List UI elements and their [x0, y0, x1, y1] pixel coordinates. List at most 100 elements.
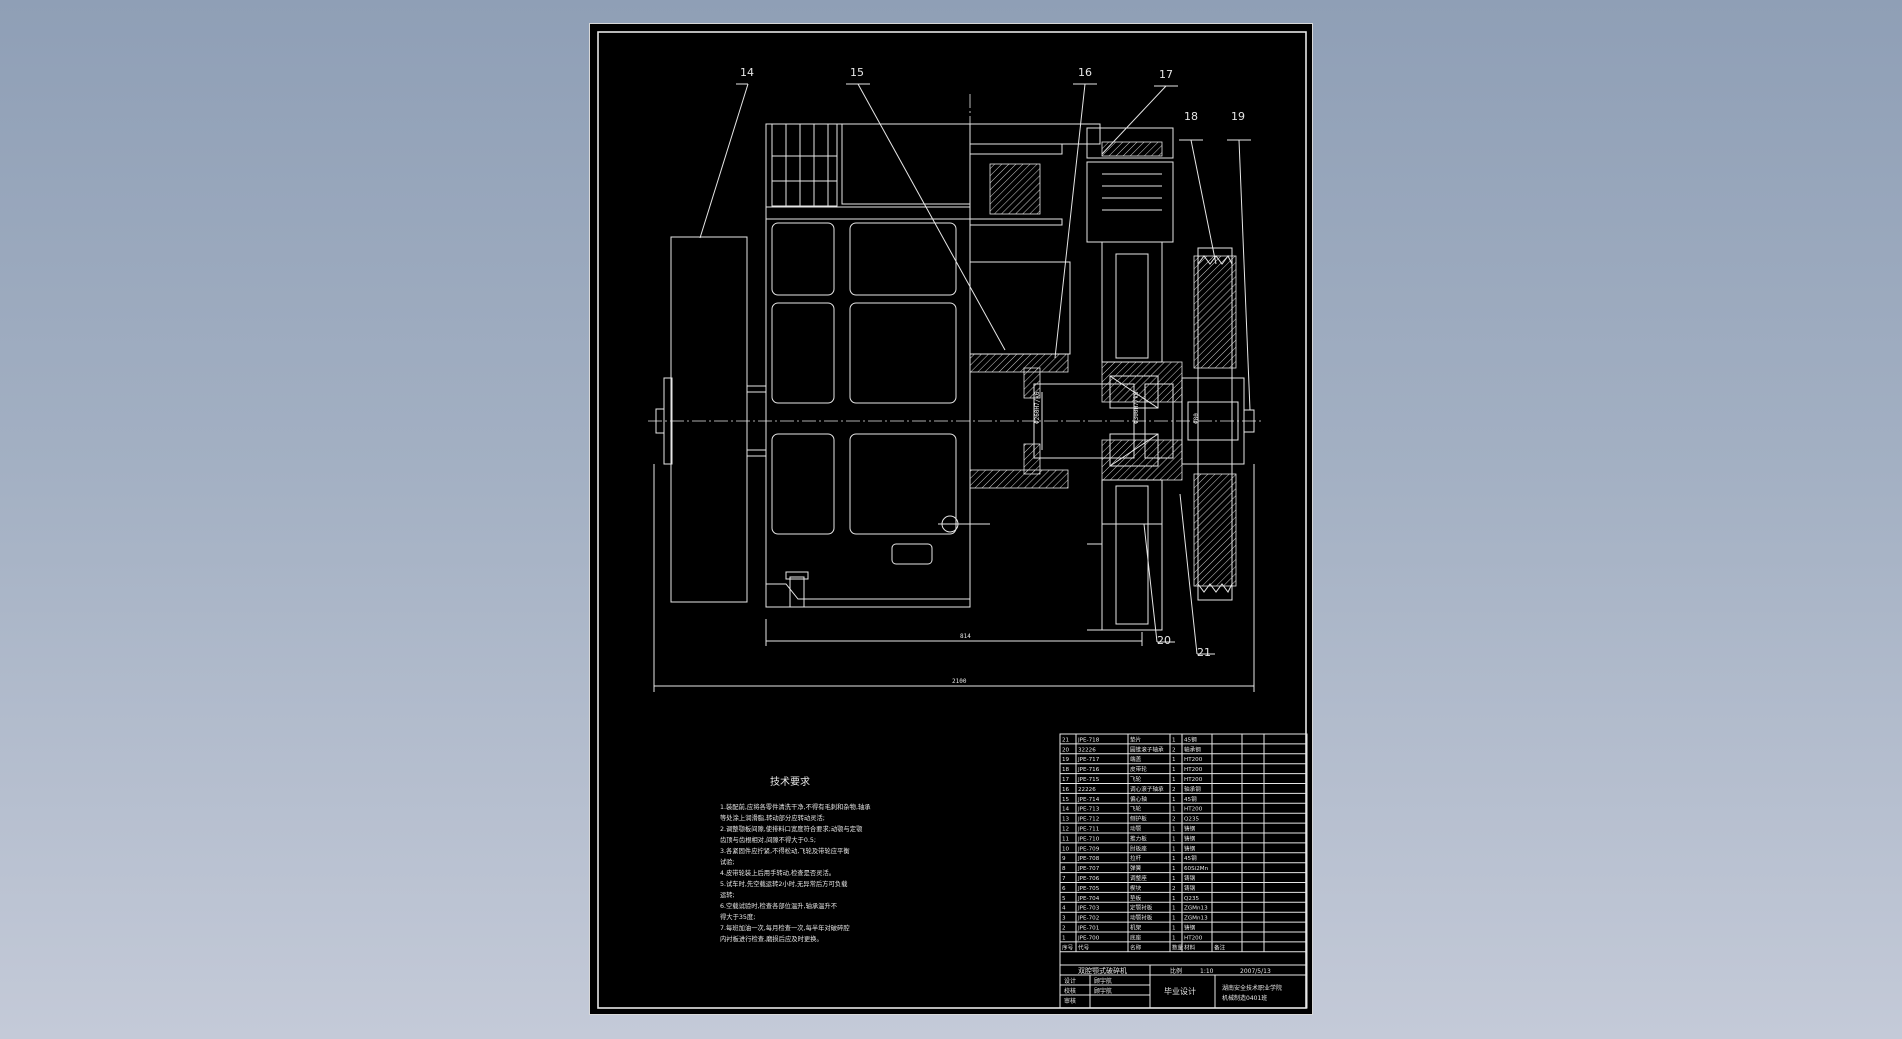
- balloon-20: 20: [1157, 634, 1171, 647]
- bom-cell: 13: [1062, 817, 1070, 823]
- bom-cell: 铸钢: [1184, 834, 1196, 842]
- tech-line: 6.空载试验时,检查各部位温升,轴承温升不: [720, 901, 838, 910]
- bom-cell: JPE-704: [1077, 896, 1100, 902]
- bom-cell: 调整座: [1130, 874, 1147, 882]
- bom-cell: 调心滚子轴承: [1130, 785, 1164, 793]
- bearing-housing-lower: [1101, 439, 1183, 481]
- balloon-19: 19: [1231, 110, 1245, 123]
- school-name: 湖南安全技术职业学院: [1222, 984, 1282, 992]
- scale-label: 比例: [1170, 967, 1182, 975]
- bom-header-cell: 代号: [1078, 943, 1090, 951]
- pulley-rim-top: [1086, 127, 1174, 159]
- bom-cell: 偏心轴: [1130, 795, 1147, 803]
- bom-cell: HT200: [1184, 935, 1203, 941]
- bom-cell: 肘板座: [1130, 844, 1147, 852]
- inner-frame: [597, 31, 1307, 1009]
- bom-cell: 轴承钢: [1184, 745, 1201, 753]
- bom-cell: 铸钢: [1184, 844, 1196, 852]
- bom-cell: 推力板: [1130, 834, 1147, 842]
- bom-cell: HT200: [1184, 807, 1203, 813]
- bom-cell: 15: [1062, 797, 1070, 803]
- bom-cell: 动颚: [1130, 826, 1142, 833]
- tech-line: 得大于35度;: [720, 912, 755, 921]
- bom-cell: 45钢: [1184, 854, 1197, 862]
- check-label: 校核: [1064, 987, 1076, 995]
- bom-cell: 1: [1172, 836, 1176, 842]
- bom-cell: 侧护板: [1130, 815, 1147, 823]
- bom-cell: 1: [1172, 866, 1176, 872]
- major-name: 机械制造0401班: [1222, 994, 1267, 1002]
- bom-cell: 动颚衬板: [1130, 914, 1153, 922]
- eccentric-shaft-lower: [969, 469, 1069, 489]
- balloon-14: 14: [740, 66, 754, 79]
- dim-inner-value: 814: [960, 633, 971, 640]
- bom-cell: 1: [1172, 916, 1176, 922]
- shaft-journal: [1033, 383, 1135, 459]
- bom-cell: 1: [1172, 767, 1176, 773]
- bom-cell: 14: [1062, 807, 1070, 813]
- frame-top-block: [771, 123, 838, 207]
- bom-cell: 1: [1172, 737, 1176, 743]
- technical-requirements: 技术要求 1.装配前,应将各零件清洗干净,不得有毛刺和杂物,轴承等处涂上润滑脂,…: [720, 775, 871, 943]
- bom-cell: Q235: [1184, 817, 1200, 823]
- balloon-15: 15: [850, 66, 864, 79]
- bom-cell: JPE-702: [1077, 916, 1099, 922]
- bom-cell: 2: [1172, 747, 1176, 753]
- tech-line: 3.各紧固件应拧紧,不得松动,飞轮及带轮应平衡: [720, 846, 850, 855]
- section-hatch-top: [989, 163, 1041, 215]
- bom-cell: 2: [1172, 886, 1176, 892]
- anchor-bolt: [789, 576, 805, 608]
- bom-cell: 21: [1062, 737, 1070, 743]
- bom-header-cell: 序号: [1062, 943, 1074, 951]
- bom-cell: 飞轮: [1130, 775, 1142, 783]
- frame-body: [765, 123, 971, 608]
- left-nut: [655, 408, 665, 434]
- bom-cell: 2: [1172, 817, 1176, 823]
- bom-cell: 楔块: [1130, 884, 1142, 892]
- balloon-18: 18: [1184, 110, 1198, 123]
- tech-line: 5.试车时,先空载运转2小时,无异常后方可负载: [720, 879, 848, 888]
- bom-header-cell: 材料: [1184, 943, 1196, 951]
- svg-text:Φ260H7/k6: Φ260H7/k6: [1034, 391, 1041, 424]
- bom-cell: HT200: [1184, 757, 1203, 763]
- tech-line: 7.每班加油一次,每月检查一次,每半年对破碎腔: [720, 923, 850, 932]
- bom-cell: 1: [1172, 876, 1176, 882]
- bom-cell: 1: [1172, 757, 1176, 763]
- bearing-housing-upper: [1101, 361, 1183, 403]
- bom-cell: JPE-716: [1077, 767, 1100, 773]
- bom-cell: JPE-714: [1077, 797, 1100, 803]
- bom-cell: 7: [1062, 876, 1066, 882]
- bom-header-cell: 数量: [1172, 943, 1184, 951]
- tech-line: 齿顶与齿根相对,间隙不得大于0.5;: [720, 835, 816, 844]
- bom-cell: 20: [1062, 747, 1070, 753]
- bom-cell: 机架: [1130, 924, 1142, 932]
- bom-cell: JPE-703: [1077, 906, 1100, 912]
- svg-text:Φ80: Φ80: [1193, 413, 1200, 424]
- dim-overall-value: 2100: [952, 678, 967, 685]
- bom-cell: 3: [1062, 916, 1066, 922]
- bom-cell: 10: [1062, 846, 1070, 852]
- bom-cell: 1: [1172, 807, 1176, 813]
- bom-cell: JPE-707: [1077, 866, 1100, 872]
- pulley-hub: [1181, 377, 1245, 465]
- bom-cell: 铸钢: [1184, 884, 1196, 892]
- bearing-20-upper: [1109, 375, 1159, 409]
- bom-cell: 1: [1172, 797, 1176, 803]
- bom-cell: JPE-712: [1077, 817, 1099, 823]
- tech-line: 1.装配前,应将各零件清洗干净,不得有毛刺和杂物,轴承: [720, 802, 871, 811]
- bom-cell: 9: [1062, 856, 1066, 862]
- bom-cell: 5: [1062, 896, 1066, 902]
- bom-cell: JPE-717: [1077, 757, 1100, 763]
- bom-cell: 铸钢: [1184, 874, 1196, 882]
- bom-cell: HT200: [1184, 767, 1203, 773]
- bom-cell: 45钢: [1184, 795, 1197, 803]
- scale-value: 1:10: [1200, 968, 1214, 975]
- bom-cell: 1: [1172, 846, 1176, 852]
- bom-cell: 16: [1062, 787, 1070, 793]
- bom-cell: 垫片: [1130, 735, 1142, 743]
- bom-cell: JPE-700: [1077, 935, 1100, 941]
- drawing-date: 2007/5/13: [1240, 968, 1271, 975]
- design-label: 设计: [1064, 977, 1076, 985]
- thesis-label: 毕业设计: [1164, 986, 1196, 996]
